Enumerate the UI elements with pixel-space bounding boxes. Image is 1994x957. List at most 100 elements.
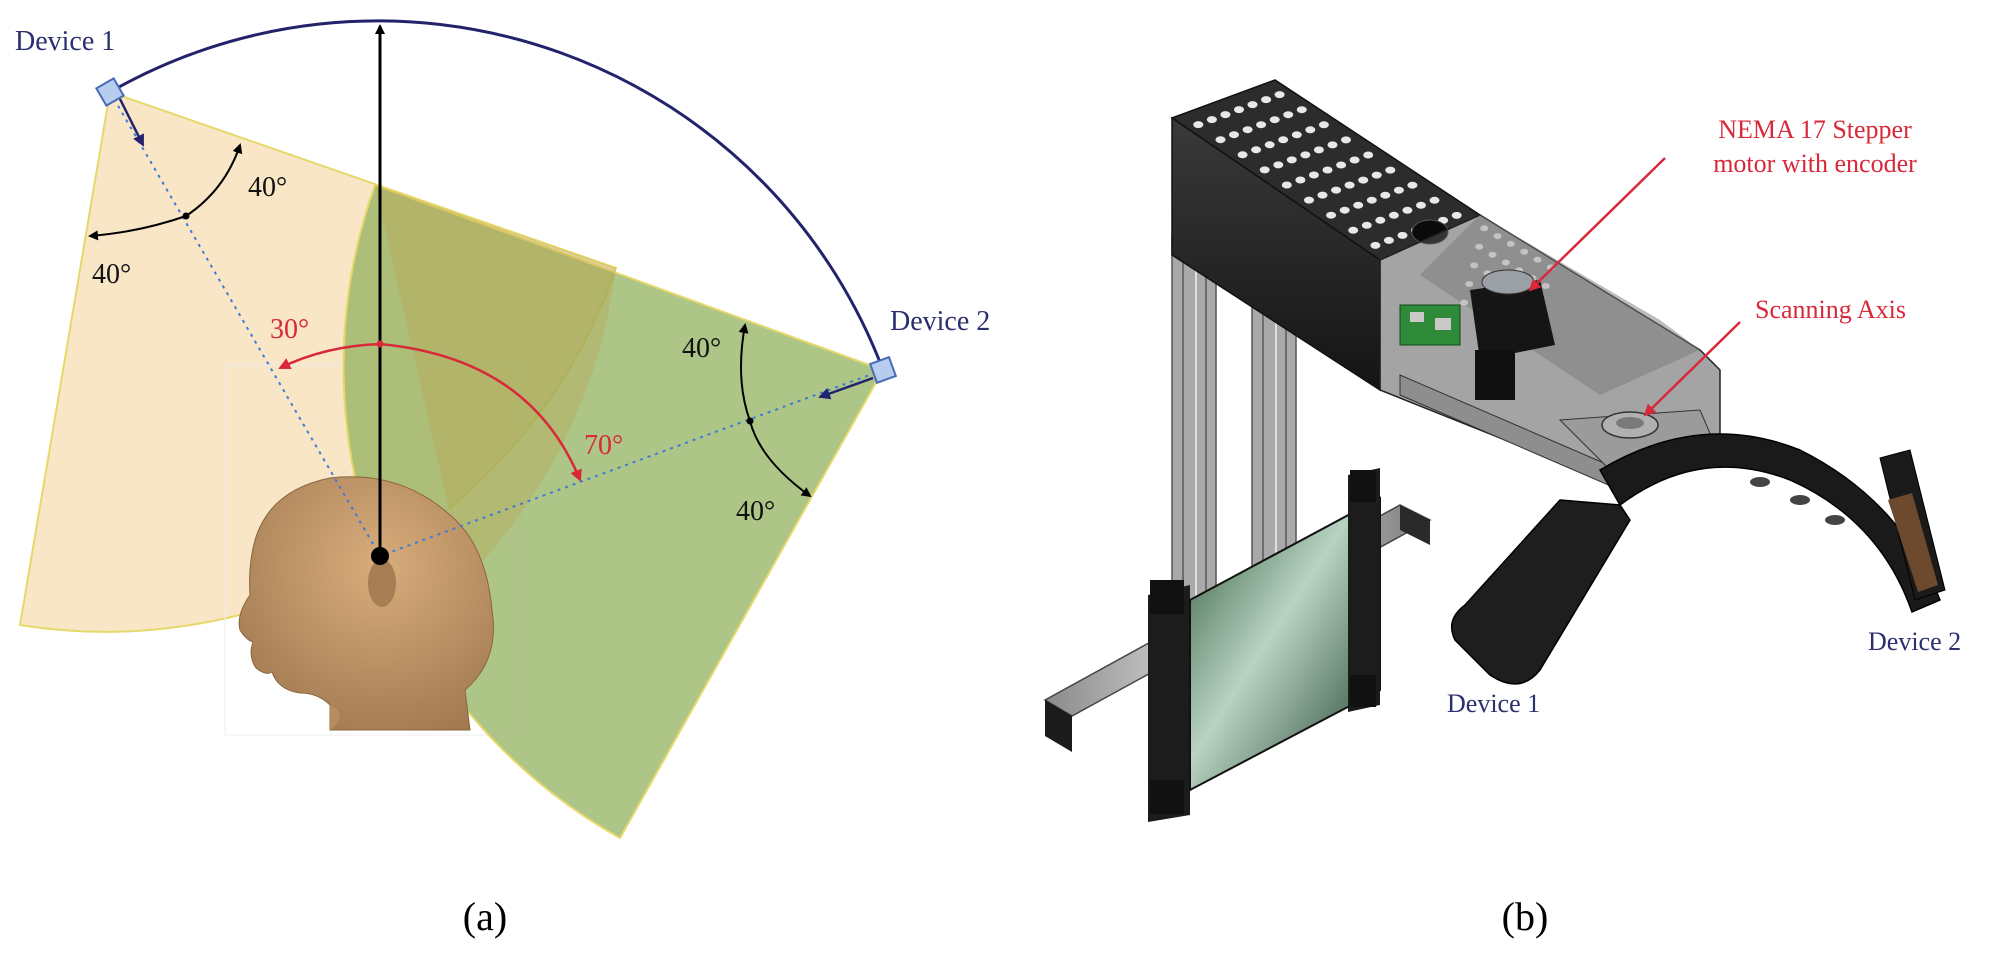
vent-hole bbox=[1327, 141, 1338, 149]
vent-hole bbox=[1256, 121, 1267, 129]
vent-hole bbox=[1488, 251, 1497, 258]
vent-hole bbox=[1206, 116, 1217, 124]
vent-hole bbox=[1296, 106, 1307, 114]
motor-pointer-arrow bbox=[1528, 157, 1666, 292]
vent-hole bbox=[1388, 211, 1399, 219]
device-1-angle-arc-upper bbox=[185, 143, 243, 217]
vent-hole bbox=[1358, 176, 1369, 184]
motor-label-line-1: NEMA 17 Stepper bbox=[1718, 115, 1912, 144]
angle-d1-upper-label: 40° bbox=[248, 172, 287, 203]
vent-hole bbox=[1291, 131, 1302, 139]
vent-hole bbox=[1193, 121, 1204, 129]
vent-hole bbox=[1251, 146, 1262, 154]
vent-hole bbox=[1366, 196, 1377, 204]
rotation-arc-right bbox=[379, 342, 582, 482]
vent-hole bbox=[1375, 216, 1386, 224]
device-1-angle-vertex bbox=[182, 212, 190, 220]
vent-hole bbox=[1370, 241, 1381, 249]
vent-hole bbox=[1541, 283, 1550, 289]
angle-d2-lower-label: 40° bbox=[736, 496, 775, 527]
vent-hole bbox=[1259, 166, 1270, 174]
vent-hole bbox=[1237, 151, 1248, 159]
detector-panel bbox=[1148, 468, 1381, 822]
c-arm bbox=[1450, 433, 1946, 685]
device-2-label: Device 2 bbox=[890, 306, 990, 337]
vent-hole bbox=[1385, 166, 1396, 174]
device-1-direction-arrow bbox=[118, 98, 145, 147]
vent-hole bbox=[1397, 231, 1408, 239]
vent-hole bbox=[1317, 191, 1328, 199]
vent-hole bbox=[1407, 181, 1418, 189]
vent-hole bbox=[1247, 101, 1258, 109]
vent-hole bbox=[1348, 226, 1359, 234]
angle-red-left-label: 30° bbox=[270, 314, 309, 345]
vent-hole bbox=[1318, 121, 1329, 129]
device-2-angle-arc-upper bbox=[738, 323, 751, 422]
angle-d2-upper-label: 40° bbox=[682, 333, 721, 364]
vent-hole bbox=[1371, 171, 1382, 179]
panel-a: Device 1 Device 2 40° 40° 40° 40° 30° 70… bbox=[15, 19, 990, 939]
vent-hole bbox=[1322, 166, 1333, 174]
vent-hole bbox=[1380, 191, 1391, 199]
device-2-icon bbox=[868, 355, 898, 385]
angle-d1-lower-label: 40° bbox=[92, 259, 131, 290]
fov-overlap bbox=[375, 185, 616, 580]
main-housing bbox=[1170, 79, 1721, 491]
angle-red-right-label: 70° bbox=[584, 430, 623, 461]
device-orbit-arc bbox=[109, 19, 885, 371]
vent-hole bbox=[1353, 201, 1364, 209]
vent-hole bbox=[1242, 126, 1253, 134]
device-1-label-b: Device 1 bbox=[1447, 689, 1540, 718]
vent-hole bbox=[1264, 141, 1275, 149]
scanning-axis-label: Scanning Axis bbox=[1755, 295, 1906, 324]
vent-hole bbox=[1336, 161, 1347, 169]
panel-b: NEMA 17 Stepper motor with encoder Scann… bbox=[1043, 79, 1961, 939]
vent-hole bbox=[1278, 136, 1289, 144]
vent-hole bbox=[1475, 243, 1484, 250]
vent-hole bbox=[1261, 96, 1272, 104]
vent-hole bbox=[1465, 281, 1474, 287]
vent-hole bbox=[1383, 236, 1394, 244]
vent-holes bbox=[1193, 91, 1462, 249]
device-2-label-b: Device 2 bbox=[1868, 627, 1961, 656]
vent-hole bbox=[1402, 206, 1413, 214]
vent-hole bbox=[1215, 136, 1226, 144]
vent-hole bbox=[1363, 151, 1374, 159]
vent-hole bbox=[1305, 126, 1316, 134]
device-2-angle-arc-lower bbox=[749, 420, 812, 498]
vent-hole bbox=[1281, 181, 1292, 189]
vent-hole bbox=[1269, 116, 1280, 124]
vent-hole bbox=[1361, 221, 1372, 229]
vent-hole bbox=[1286, 156, 1297, 164]
vent-hole bbox=[1331, 186, 1342, 194]
device-1-icon bbox=[94, 76, 126, 108]
vent-hole bbox=[1451, 211, 1462, 219]
vent-hole bbox=[1283, 111, 1294, 119]
vent-hole bbox=[1326, 211, 1337, 219]
vent-hole bbox=[1416, 201, 1426, 209]
child-head-icon bbox=[238, 476, 494, 731]
vent-hole bbox=[1393, 186, 1404, 194]
vent-hole bbox=[1220, 111, 1231, 119]
motor-label-line-2: motor with encoder bbox=[1713, 149, 1917, 178]
vent-hole bbox=[1460, 299, 1469, 306]
vent-hole bbox=[1506, 240, 1515, 247]
device-1-label: Device 1 bbox=[15, 26, 115, 57]
vent-hole bbox=[1300, 151, 1311, 159]
vent-hole bbox=[1470, 262, 1479, 269]
vent-hole bbox=[1234, 106, 1244, 114]
vent-hole bbox=[1501, 259, 1510, 266]
vent-hole bbox=[1229, 131, 1239, 139]
device-2-centre-line bbox=[379, 369, 884, 557]
vent-hole bbox=[1274, 91, 1285, 99]
vent-hole bbox=[1273, 161, 1284, 169]
device-1-centre-line bbox=[109, 91, 381, 557]
vent-hole bbox=[1308, 171, 1319, 179]
scanning-axis-pointer-arrow bbox=[1643, 321, 1741, 417]
vent-hole bbox=[1313, 146, 1324, 154]
pivot-point bbox=[371, 547, 389, 565]
vent-hole bbox=[1520, 248, 1529, 255]
device-1-angle-arc-lower bbox=[88, 215, 187, 241]
panel-b-caption: (b) bbox=[1502, 894, 1549, 939]
